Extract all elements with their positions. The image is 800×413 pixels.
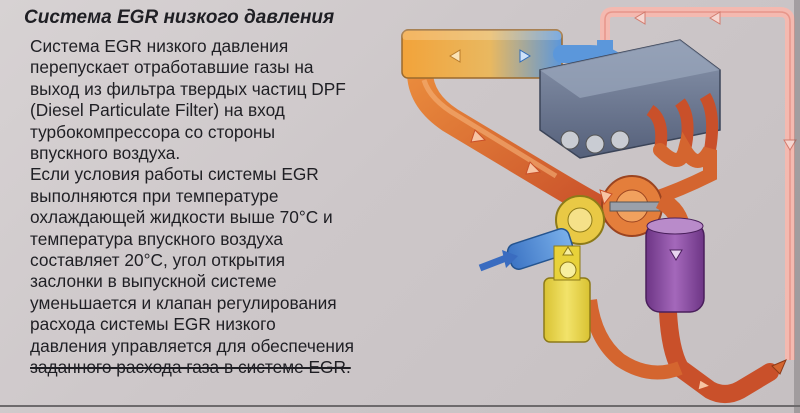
- bottom-rule: [0, 405, 800, 407]
- text-line: охлаждающей жидкости выше 70°C и: [30, 207, 333, 228]
- fresh-air-inlet: [478, 228, 574, 272]
- exhaust-manifold: [643, 92, 719, 207]
- text-line: турбокомпрессора со стороны: [30, 121, 276, 142]
- text-line: температура впускного воздуха: [30, 228, 284, 249]
- text-line: (Diesel Particulate Filter) на вход: [30, 100, 285, 121]
- engine-block: [539, 39, 721, 159]
- text-line: давления управляется для обеспечения: [30, 335, 354, 356]
- flow-arrows: [599, 189, 712, 391]
- egr-diagram: [401, 7, 797, 403]
- text-line: заслонки в выпускной системе: [30, 271, 277, 292]
- text-line: расхода системы EGR низкого: [30, 314, 276, 335]
- fresh-air-loop-pipe: [600, 7, 797, 360]
- egr-cooler: [401, 29, 563, 79]
- exhaust-downpipe: [583, 191, 787, 403]
- text-line: впускного воздуха.: [30, 143, 181, 164]
- text-line: перепускает отработавшие газы на: [30, 57, 314, 78]
- paragraph-2: Если условия работы системы EGR выполняю…: [24, 164, 414, 378]
- egr-valve: [543, 245, 591, 343]
- dpf-filter: [645, 217, 705, 313]
- page-edge-shadow: [794, 0, 800, 413]
- paragraph-1: Система EGR низкого давления перепускает…: [24, 36, 414, 164]
- text-line: составляет 20°C, угол открытия: [30, 250, 285, 271]
- text-line: Система EGR низкого давления: [30, 36, 289, 56]
- text-line: выход из фильтра твердых частиц DPF: [30, 78, 346, 99]
- section-heading: Система EGR низкого давления: [24, 7, 335, 28]
- text-line: выполняются при температуре: [30, 185, 279, 206]
- text-line: Если условия работы системы EGR: [30, 164, 319, 185]
- text-line: уменьшается и клапан регулирования: [30, 292, 337, 313]
- text-column: Система EGR низкого давления Система EGR…: [24, 6, 414, 379]
- text-line-struck: заданного расхода газа в системе EGR.: [30, 357, 351, 378]
